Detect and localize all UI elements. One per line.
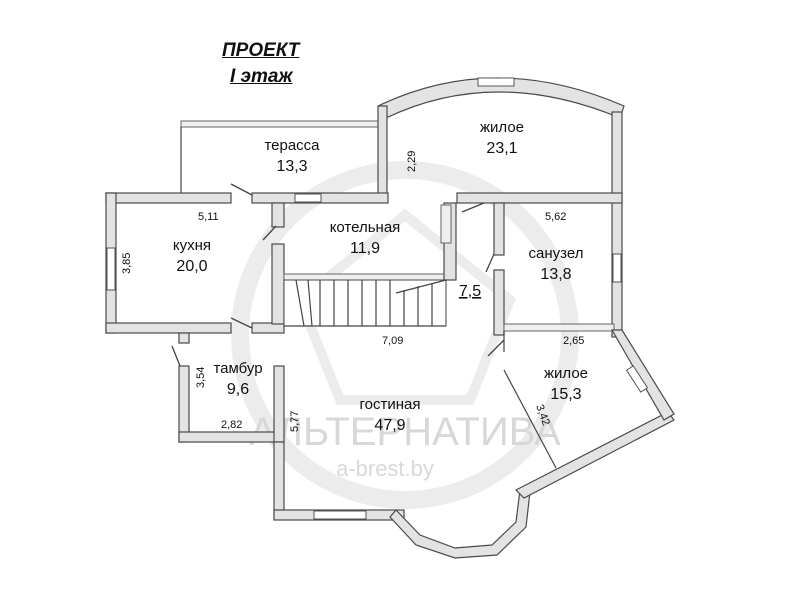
room-living-room-name: гостиная (360, 396, 421, 413)
room-living-right-name: жилое (544, 365, 588, 382)
plan-title: ПРОЕКТ (222, 40, 300, 61)
window-terrace (294, 193, 322, 203)
dim-living-top-height: 2,29 (406, 151, 418, 172)
room-boiler-name: котельная (330, 219, 401, 236)
dim-stairs-width: 7,09 (382, 335, 403, 347)
room-kitchen-area: 20,0 (176, 258, 207, 275)
door-right-living[interactable] (487, 339, 505, 357)
dim-bathroom-width: 5,62 (545, 211, 566, 223)
dim-vestibule-height: 3,54 (195, 367, 207, 388)
door-boiler[interactable] (461, 202, 485, 213)
room-living-top-area: 23,1 (486, 140, 517, 157)
watermark-site: a-brest.by (336, 456, 434, 481)
interior-walls (283, 202, 622, 336)
window-living-room (313, 510, 367, 520)
north-walls (105, 192, 623, 204)
window-right-living (625, 365, 649, 393)
room-kitchen-name: кухня (173, 237, 211, 254)
room-boiler-area: 11,9 (350, 240, 380, 257)
room-living-right-area: 15,3 (550, 386, 581, 403)
door-kitchen-hall[interactable] (230, 317, 253, 329)
room-terrace-area: 13,3 (276, 158, 307, 175)
dim-kitchen-width: 5,11 (198, 211, 219, 223)
room-vestibule-name: тамбур (213, 360, 262, 377)
living-room-walls (273, 329, 675, 559)
dim-vestibule-width: 2,82 (221, 419, 242, 431)
room-vestibule-area: 9,6 (227, 381, 249, 398)
room-living-top-name: жилое (480, 119, 524, 136)
staircase[interactable] (283, 279, 447, 327)
door-bathroom[interactable] (485, 253, 495, 273)
room-bathroom-area: 13,8 (540, 266, 571, 283)
room-terrace-name: терасса (264, 137, 320, 154)
room-bathroom-name: санузел (529, 245, 584, 262)
floor-label: I этаж (230, 66, 293, 87)
door-vestibule[interactable] (171, 345, 181, 367)
dim-living-right-width: 2,65 (563, 335, 584, 347)
door-terrace[interactable] (230, 183, 253, 196)
room-stairs-area: 7,5 (459, 283, 481, 300)
window-top-living (477, 77, 515, 87)
dim-kitchen-height: 3,85 (121, 253, 133, 274)
window-bathroom (612, 253, 622, 283)
doors[interactable] (171, 183, 505, 367)
watermark: АЛЬТЕРНАТИВА a-brest.by (231, 161, 579, 509)
window-kitchen (106, 247, 116, 291)
watermark-brand: АЛЬТЕРНАТИВА (249, 410, 561, 454)
dim-living-room-height: 5,77 (289, 411, 301, 432)
room-living-room-area: 47,9 (374, 417, 405, 434)
door-kitchen-boiler[interactable] (262, 225, 277, 241)
